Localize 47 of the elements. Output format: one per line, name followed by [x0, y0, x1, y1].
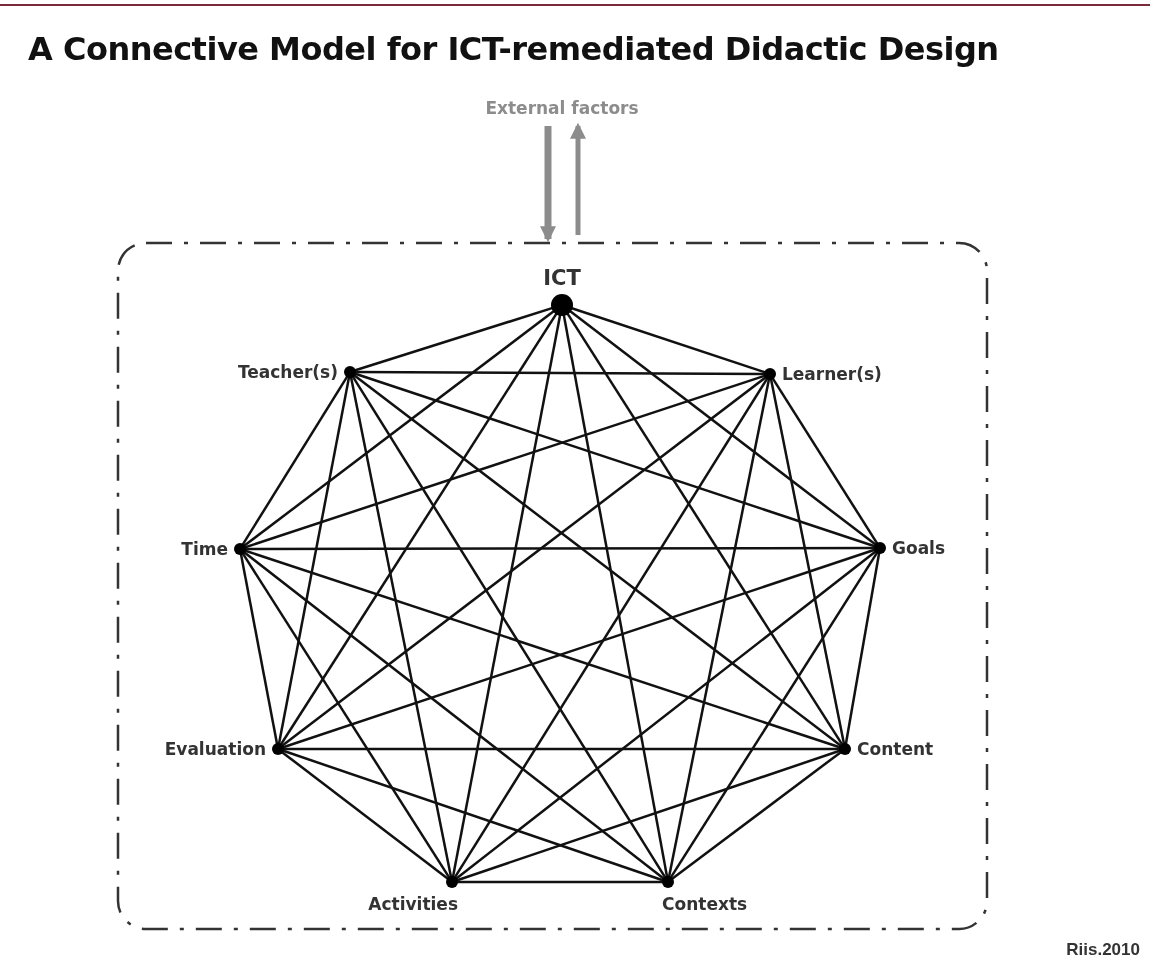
- connection-line: [239, 553, 279, 745]
- graph-vertex: Goals: [874, 538, 946, 558]
- connection-line: [771, 377, 879, 545]
- connection-line: [279, 311, 559, 746]
- graph-vertex: Contexts: [662, 876, 748, 914]
- connection-line: [565, 311, 844, 746]
- connection-line: [282, 747, 841, 751]
- connection-line: [769, 378, 846, 745]
- connection-line: [671, 750, 842, 881]
- connection-line: [241, 552, 451, 879]
- connection-line: [244, 374, 766, 549]
- connection-line: [244, 546, 876, 551]
- connection-line: [354, 372, 876, 548]
- connection-line: [349, 376, 453, 878]
- connection-line: [277, 376, 351, 745]
- connection-line: [281, 750, 449, 881]
- connection-line: [456, 880, 664, 884]
- connection-line: [453, 377, 769, 879]
- graph-vertex: Teacher(s): [237, 362, 356, 382]
- graph-vertex: Content: [839, 739, 934, 759]
- connection-line: [243, 309, 556, 548]
- connection-line: [667, 378, 771, 878]
- connection-line: [241, 375, 349, 546]
- citation-note: Riis.2010: [1066, 940, 1140, 960]
- connection-line: [844, 552, 881, 745]
- connection-line: [353, 373, 842, 748]
- connection-line: [354, 306, 554, 372]
- connection-line: [455, 549, 877, 881]
- connection-line: [568, 309, 877, 547]
- connection-line: [243, 550, 665, 881]
- connection-line: [282, 749, 664, 882]
- arrow: [570, 122, 586, 235]
- connection-line: [351, 375, 667, 879]
- graph-vertex: ICT: [543, 266, 581, 316]
- connection-line: [354, 370, 766, 376]
- connection-line: [281, 375, 767, 748]
- connection-line: [456, 749, 841, 882]
- graph-vertex: Evaluation: [164, 739, 284, 759]
- graph-vertex: Learner(s): [764, 364, 882, 384]
- dashed-frame: [115, 240, 990, 932]
- connection-line: [451, 313, 562, 878]
- connection-line: [562, 313, 669, 878]
- connection-line: [669, 551, 879, 879]
- graph-vertex: Activities: [368, 876, 458, 914]
- factor-label: External factors: [485, 98, 639, 118]
- graph-vertex: Time: [181, 539, 246, 559]
- diagram-title: A Connective Model for ICT-remediated Didactic Design: [28, 30, 999, 68]
